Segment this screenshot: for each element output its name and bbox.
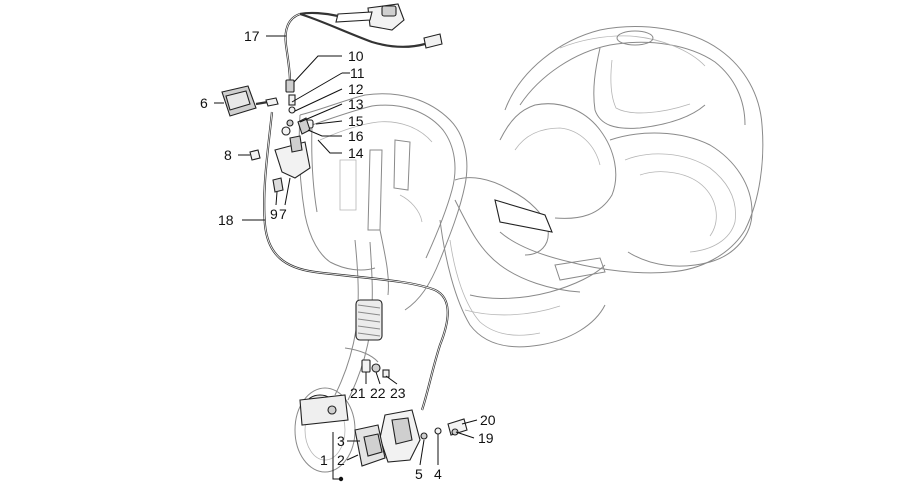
callout-11: 11	[350, 65, 365, 81]
scooter-body-sketch	[439, 26, 764, 348]
callout-18: 18	[218, 212, 234, 228]
callout-19: 19	[478, 430, 494, 446]
fork-and-wheel-sketch	[294, 239, 383, 473]
callout-17: 17	[244, 28, 260, 44]
control-unit-6	[221, 85, 279, 117]
callout-6: 6	[200, 95, 208, 111]
bracket-7	[274, 135, 311, 179]
callout-15: 15	[348, 113, 364, 129]
front-master-cylinder	[299, 3, 405, 31]
callout-22: 22	[370, 385, 386, 401]
brake-hose-18	[263, 111, 449, 411]
callout-5: 5	[415, 466, 423, 482]
callout-13: 13	[348, 96, 364, 112]
callout-12: 12	[348, 81, 364, 97]
callout-23: 23	[390, 385, 406, 401]
callout-4: 4	[434, 466, 442, 482]
callout-21: 21	[350, 385, 366, 401]
callout-20: 20	[480, 412, 496, 428]
brake-caliper	[354, 409, 442, 467]
callout-10: 10	[348, 48, 364, 64]
banjo-fittings-19-20	[447, 418, 468, 436]
brake-hose-17	[284, 12, 443, 93]
callout-3: 3	[337, 433, 345, 449]
screw-8	[249, 149, 261, 161]
fittings-21-23	[361, 359, 390, 378]
callout-14: 14	[348, 145, 364, 161]
callout-2: 2	[337, 452, 345, 468]
callout-9: 9	[270, 206, 278, 222]
callout-1: 1	[320, 452, 328, 468]
hose-fittings-group	[281, 94, 314, 136]
callout-labels: 17 10 11 12 13 15 16 14 6 8 7 9 18 21 22…	[200, 28, 496, 482]
callout-16: 16	[348, 128, 364, 144]
clip-9	[272, 177, 284, 193]
leader-lines	[214, 35, 478, 482]
leg-shield-frame-sketch	[298, 93, 468, 311]
callout-7: 7	[279, 206, 287, 222]
callout-8: 8	[224, 147, 232, 163]
